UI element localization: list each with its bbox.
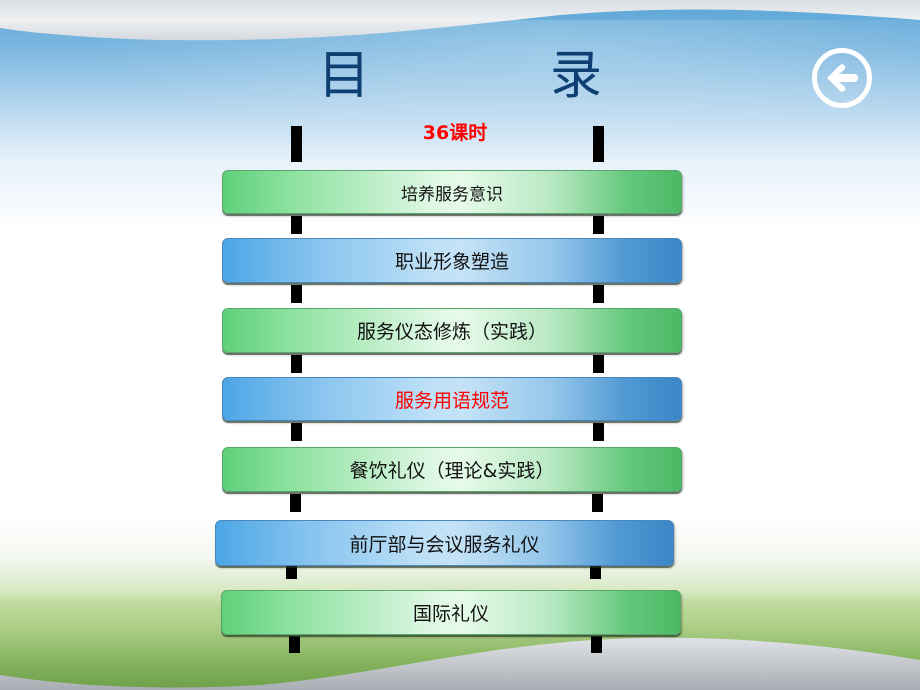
ladder-post [593, 285, 604, 303]
menu-item-service-posture[interactable]: 服务仪态修炼（实践） [222, 308, 682, 353]
ladder-post [291, 216, 302, 234]
ladder-post [291, 355, 302, 373]
ladder-post [593, 216, 604, 234]
ladder-post [593, 423, 604, 441]
course-hours-label: 36课时 [422, 122, 488, 144]
page-title: 目 录 [317, 46, 666, 106]
ladder-post [592, 494, 603, 512]
ladder-post [291, 423, 302, 441]
ladder-post [593, 126, 604, 162]
menu-item-front-office-meeting[interactable]: 前厅部与会议服务礼仪 [215, 520, 674, 566]
menu-item-label: 餐饮礼仪（理论&实践） [349, 460, 555, 482]
menu-item-label: 前厅部与会议服务礼仪 [349, 533, 540, 556]
ladder-post [289, 636, 300, 653]
menu-item-international-etiquette[interactable]: 国际礼仪 [221, 590, 681, 635]
menu-item-label: 国际礼仪 [412, 603, 489, 625]
ladder-post [590, 562, 601, 579]
ladder-post [286, 562, 297, 579]
ladder-post [593, 355, 604, 373]
menu-item-label: 培养服务意识 [401, 184, 503, 205]
menu-item-label: 职业形象塑造 [394, 251, 509, 273]
menu-item-professional-image[interactable]: 职业形象塑造 [222, 238, 682, 283]
back-button[interactable] [812, 48, 872, 108]
ladder-post [291, 285, 302, 303]
menu-item-label: 服务用语规范 [394, 389, 509, 412]
menu-item-label: 服务仪态修炼（实践） [356, 321, 547, 343]
ladder-post [290, 494, 301, 512]
menu-item-service-awareness[interactable]: 培养服务意识 [222, 170, 682, 214]
sky-background [0, 20, 920, 160]
ladder-post [291, 126, 302, 162]
ladder-post [591, 636, 602, 653]
arrow-left-icon [827, 64, 858, 92]
menu-item-dining-etiquette[interactable]: 餐饮礼仪（理论&实践） [222, 447, 682, 492]
menu-item-service-language[interactable]: 服务用语规范 [222, 377, 682, 421]
